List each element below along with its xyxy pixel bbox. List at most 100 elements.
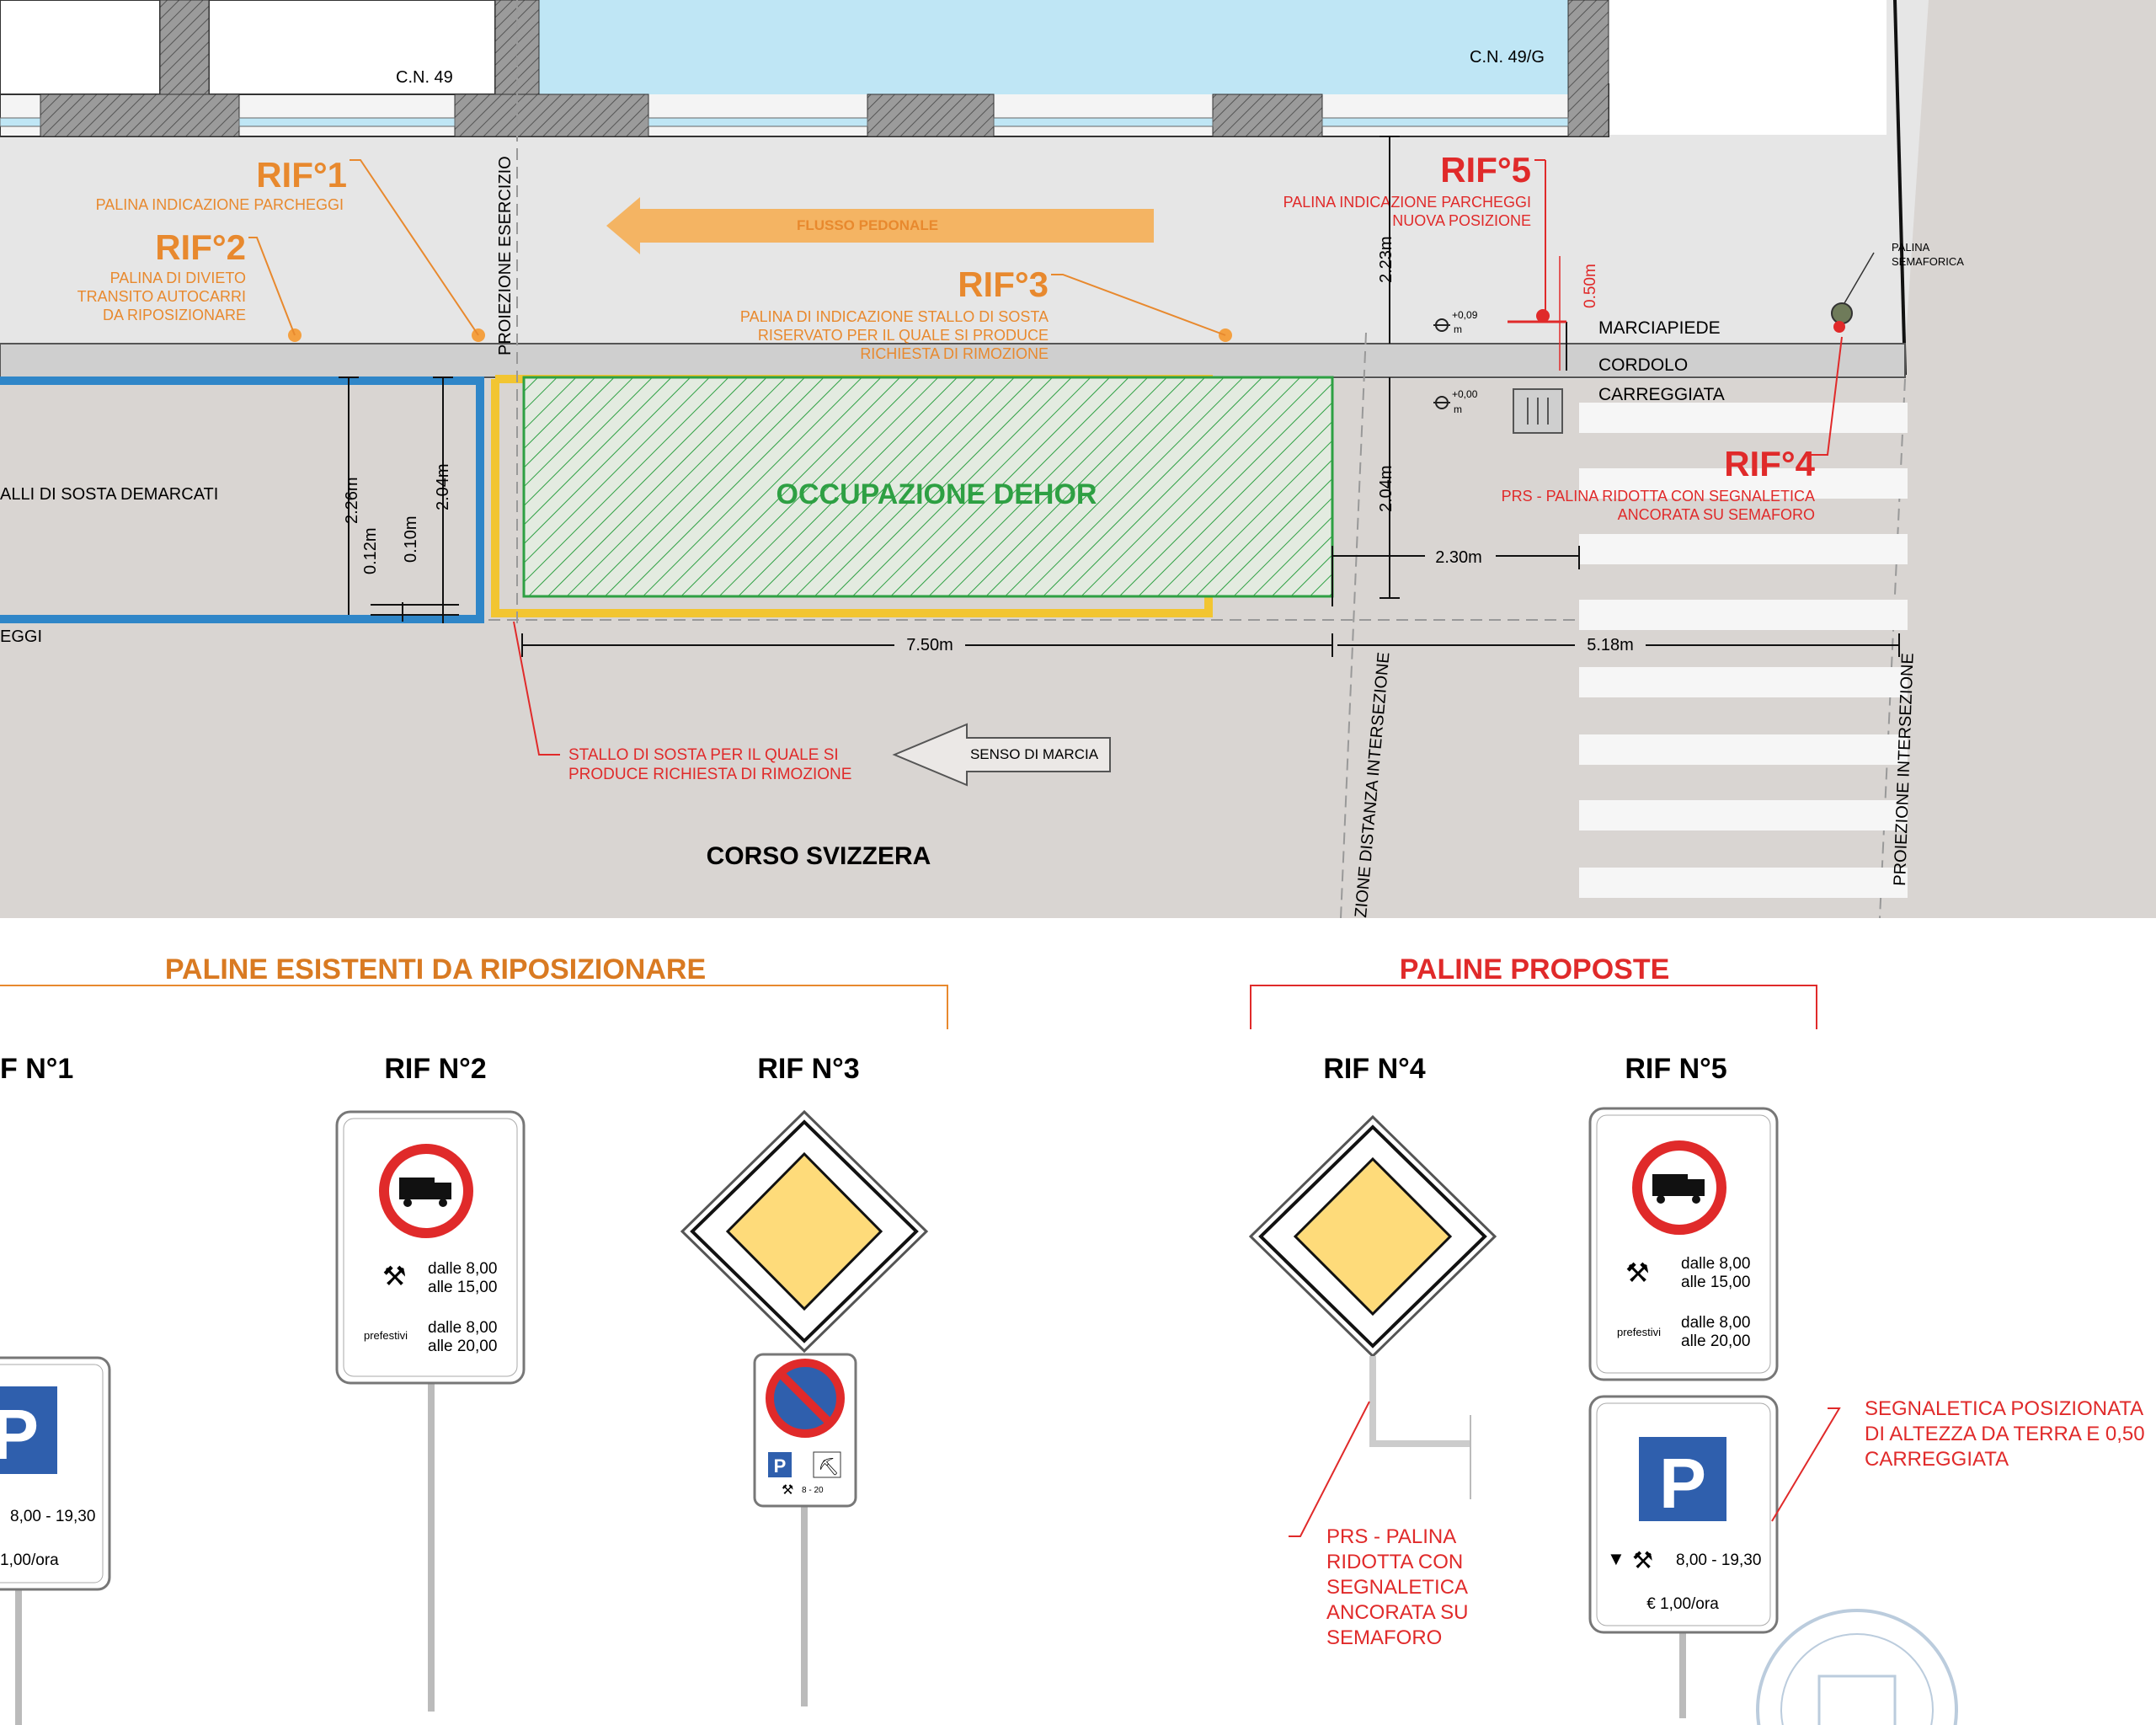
sign-rif1-price: 1,00/ora (0, 1551, 59, 1569)
building-white-block-2 (208, 0, 496, 95)
svg-text:DI ALTEZZA DA TERRA E 0,50: DI ALTEZZA DA TERRA E 0,50 (1865, 1423, 2145, 1445)
rif4-note-1: PRS - PALINA RIDOTTA CON SEGNALETICA (1502, 488, 1815, 505)
travel-direction-arrow: SENSO DI MARCIA (892, 723, 1111, 787)
travel-direction-label: SENSO DI MARCIA (970, 746, 1099, 762)
rif-n3-label: RIF N°3 (757, 1053, 859, 1085)
svg-text:alle 20,00: alle 20,00 (428, 1338, 497, 1355)
rif5-title: RIF°5 (1440, 150, 1531, 190)
svg-text:alle 15,00: alle 15,00 (428, 1279, 497, 1296)
dim-518: 5.18m (1587, 636, 1634, 654)
building-white-block-1 (0, 0, 161, 95)
sign-rif3-small-p: P (774, 1455, 787, 1477)
svg-text:CARREGGIATA: CARREGGIATA (1865, 1448, 2009, 1471)
svg-text:dalle 8,00: dalle 8,00 (1681, 1314, 1750, 1332)
dashed-line-distanza (1340, 332, 1367, 919)
parking-stalls-label-2: EGGI (0, 628, 42, 646)
sidewalk (0, 135, 1903, 379)
sign-rif3-tools-icon: ⚒ (782, 1483, 793, 1498)
svg-text:RIDOTTA CON: RIDOTTA CON (1326, 1551, 1463, 1573)
dim-012: 0.12m (361, 527, 380, 574)
crosswalk (1579, 403, 1908, 898)
dim-226: 2.26m (343, 477, 361, 524)
dim-010: 0.10m (402, 515, 420, 563)
flow-label: FLUSSO PEDONALE (797, 217, 938, 233)
svg-text:dalle 8,00: dalle 8,00 (1681, 1255, 1750, 1273)
sign-rif1-hours: 8,00 - 19,30 (10, 1508, 95, 1525)
right-background (1903, 0, 2156, 379)
pedestrian-flow-arrow: FLUSSO PEDONALE (606, 197, 1154, 254)
svg-text:prefestivi: prefestivi (1617, 1326, 1661, 1338)
building-number-49: C.N. 49 (396, 68, 453, 87)
rif2-title: RIF°2 (155, 227, 246, 267)
svg-text:m: m (1454, 323, 1462, 335)
label-carreggiata: CARREGGIATA (1598, 385, 1725, 404)
rif1-leader (350, 159, 479, 336)
svg-text:8,00 - 19,30: 8,00 - 19,30 (1676, 1551, 1761, 1569)
rif2-leader (248, 237, 296, 336)
sign-rif3-worker-icon: ⛏ (818, 1458, 839, 1477)
sign-rif2-tools-icon: ⚒ (382, 1261, 407, 1291)
sign-rif5-tools-icon: ⚒ (1625, 1258, 1650, 1288)
sign-rif5-combined: ⚒ dalle 8,00 alle 15,00 prefestivi dalle… (1588, 1107, 2145, 1718)
sign-rif1-p: P (0, 1395, 39, 1474)
sign-rif5-meter-icon: ▼ (1607, 1548, 1625, 1569)
svg-text:SEMAFORICA: SEMAFORICA (1892, 255, 1964, 268)
rif4-title: RIF°4 (1724, 444, 1815, 483)
parking-stalls-label: ALLI DI SOSTA DEMARCATI (0, 485, 218, 504)
rif3-note-3: RICHIESTA DI RIMOZIONE (860, 345, 1049, 362)
dehor-label: OCCUPAZIONE DEHOR (776, 478, 1097, 510)
rif5-note-1: PALINA INDICAZIONE PARCHEGGI (1283, 194, 1531, 211)
existing-bracket (0, 985, 948, 1029)
projection-esercizio-label: PROIEZIONE ESERCIZIO (496, 156, 515, 355)
svg-text:+0,09: +0,09 (1452, 309, 1478, 321)
dim-label-bg-750 (894, 633, 965, 655)
svg-text:alle 15,00: alle 15,00 (1681, 1274, 1750, 1291)
water-block (539, 0, 1568, 94)
svg-text:prefestivi: prefestivi (364, 1329, 408, 1342)
svg-text:+0,00: +0,00 (1452, 388, 1478, 400)
legend-background (0, 918, 2156, 1725)
stall-note-2: PRODUCE RICHIESTA DI RIMOZIONE (568, 766, 851, 783)
dim-label-bg-230 (1425, 546, 1496, 568)
existing-header: PALINE ESISTENTI DA RIPOSIZIONARE (165, 953, 706, 985)
rif2-note-1: PALINA DI DIVIETO (110, 270, 246, 286)
svg-text:SEMAFORO: SEMAFORO (1326, 1626, 1442, 1649)
sign-rif3-priority: P ⛏ ⚒ 8 - 20 (680, 1109, 929, 1706)
rif3-leader (1051, 274, 1226, 336)
sign-rif1-parking: P 8,00 - 19,30 1,00/ora (0, 1356, 111, 1725)
svg-text:PRS - PALINA: PRS - PALINA (1326, 1525, 1456, 1548)
svg-text:dalle 8,00: dalle 8,00 (428, 1319, 497, 1337)
dim-230: 2.30m (1435, 548, 1482, 567)
svg-text:ANCORATA SU: ANCORATA SU (1326, 1601, 1468, 1624)
rif4-leader (1811, 336, 1843, 456)
rif5-note-2: NUOVA POSIZIONE (1392, 212, 1531, 229)
stall-note-1: STALLO DI SOSTA PER IL QUALE SI (568, 746, 839, 764)
building-number-49g: C.N. 49/G (1470, 48, 1545, 67)
dim-050: 0.50m (1582, 264, 1599, 308)
rif3-title: RIF°3 (958, 264, 1049, 304)
professional-stamp (1756, 1609, 1958, 1725)
rif-n1-label: F N°1 (0, 1053, 73, 1085)
window-strips (0, 117, 1569, 127)
rif2-note-2: TRANSITO AUTOCARRI (77, 288, 246, 305)
traffic-signal-pole: PALINA SEMAFORICA (1831, 241, 1964, 333)
sign-rif5-tools-icon-2: ⚒ (1632, 1547, 1653, 1573)
label-marciapiede: MARCIAPIEDE (1598, 318, 1721, 338)
svg-text:PALINA: PALINA (1892, 241, 1930, 254)
stall-note-leader (513, 621, 560, 756)
rif-n5-label: RIF N°5 (1625, 1053, 1726, 1085)
rif3-note-1: PALINA DI INDICAZIONE STALLO DI SOSTA (740, 308, 1049, 325)
svg-text:dalle 8,00: dalle 8,00 (428, 1260, 497, 1278)
proposed-header: PALINE PROPOSTE (1400, 953, 1670, 985)
rif2-note-3: DA RIPOSIZIONARE (103, 307, 246, 323)
dim-204-left: 2.04m (434, 463, 452, 510)
sidewalk-edge-right (1893, 0, 1907, 376)
sign-rif5-p: P (1659, 1444, 1706, 1523)
sign-rif2-truck-ban: ⚒ dalle 8,00 alle 15,00 prefestivi dalle… (335, 1110, 526, 1712)
dim-label-bg-518 (1575, 633, 1646, 655)
dim-223: 2.23m (1377, 236, 1396, 283)
svg-text:SEGNALETICA POSIZIONATA: SEGNALETICA POSIZIONATA (1865, 1397, 2143, 1420)
rif-n4-label: RIF N°4 (1323, 1053, 1425, 1085)
svg-text:alle 20,00: alle 20,00 (1681, 1332, 1750, 1350)
